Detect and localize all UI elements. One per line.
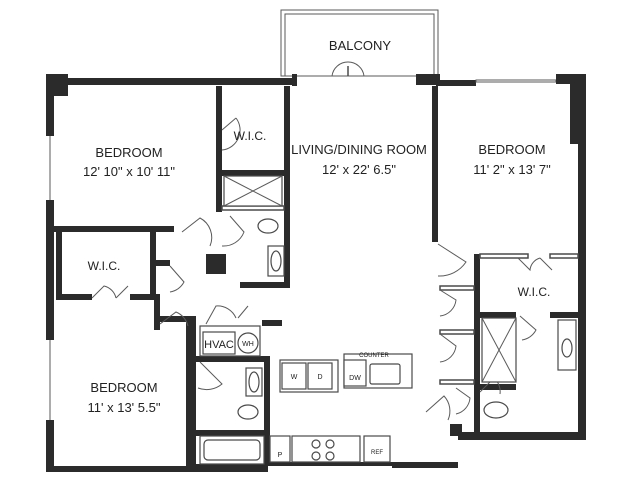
wic-e-label: W.I.C.	[518, 285, 551, 299]
toilet-sw	[237, 404, 259, 420]
bedroom-sw-label: BEDROOM	[90, 380, 157, 395]
wic-w-label: W.I.C.	[88, 259, 121, 273]
living-dining-size: 12' x 22' 6.5"	[322, 162, 396, 177]
bedroom-ne-size: 11' 2" x 13' 7"	[473, 162, 551, 177]
refrigerator-label: REF	[371, 450, 383, 456]
hvac-label: HVAC	[204, 339, 234, 351]
dishwasher-label: DW	[349, 375, 361, 382]
pantry-label: P	[278, 452, 283, 459]
bedroom-nw-label: BEDROOM	[95, 145, 162, 160]
fixture-labels: HVAC WH COUNTER W D DW P REF	[204, 339, 389, 459]
dishwasher	[343, 359, 367, 387]
washer	[281, 362, 307, 390]
kitchen-sink	[369, 363, 401, 385]
dryer	[307, 362, 333, 390]
room-labels: BALCONY LIVING/DINING ROOM 12' x 22' 6.5…	[83, 38, 551, 415]
counter-label: COUNTER	[359, 353, 389, 359]
pantry	[269, 435, 291, 463]
balcony-label: BALCONY	[329, 38, 391, 53]
hvac-unit	[202, 331, 236, 355]
wic-nw-label: W.I.C.	[234, 129, 267, 143]
toilet-e	[483, 401, 509, 419]
washer-label: W	[291, 374, 298, 381]
refrigerator	[363, 435, 391, 463]
bedroom-ne-label: BEDROOM	[478, 142, 545, 157]
water-heater-label: WH	[242, 341, 254, 348]
exterior-walls	[46, 74, 586, 472]
water-heater	[237, 332, 259, 354]
toilet-nw	[257, 218, 279, 234]
door-swings	[91, 117, 553, 421]
interior-walls	[54, 86, 579, 466]
fixtures	[199, 175, 577, 465]
balcony	[280, 9, 439, 77]
dryer-label: D	[317, 374, 322, 381]
bedroom-nw-size: 12' 10" x 10' 11"	[83, 164, 175, 179]
bedroom-sw-size: 11' x 13' 5.5"	[88, 400, 161, 415]
living-dining-label: LIVING/DINING ROOM	[291, 142, 427, 157]
